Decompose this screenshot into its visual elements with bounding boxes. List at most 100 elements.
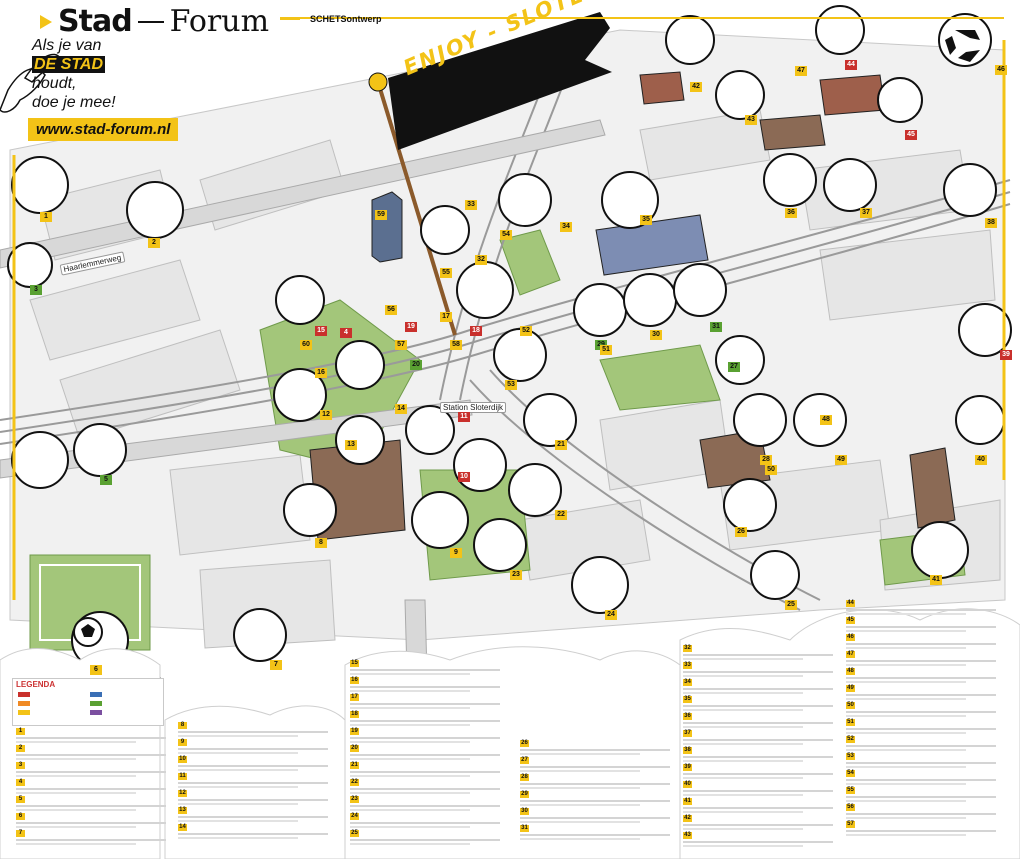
entry-number: 1 (16, 728, 25, 735)
map-number-badge[interactable]: 11 (458, 412, 470, 422)
entry-text-line (846, 681, 966, 683)
map-number-badge[interactable]: 41 (930, 575, 942, 585)
entry-text-line (350, 758, 470, 760)
entry-number: 23 (350, 796, 359, 803)
entry-text-line (846, 626, 996, 628)
map-number-badge[interactable]: 40 (975, 455, 987, 465)
description-entry: 14 (178, 824, 340, 839)
description-entry: 42 (683, 815, 845, 830)
entry-text-line (846, 728, 996, 730)
description-entry: 38 (683, 747, 845, 762)
map-number-badge[interactable]: 35 (640, 215, 652, 225)
map-number-badge[interactable]: 15 (315, 326, 327, 336)
map-number-badge[interactable]: 18 (470, 326, 482, 336)
map-number-badge[interactable]: 21 (555, 440, 567, 450)
entry-text-line (846, 745, 996, 747)
map-number-badge[interactable]: 51 (600, 345, 612, 355)
map-number-badge[interactable]: 52 (520, 326, 532, 336)
map-number-badge[interactable]: 39 (1000, 350, 1012, 360)
map-number-badge[interactable]: 10 (458, 472, 470, 482)
map-number-badge[interactable]: 37 (860, 208, 872, 218)
map-number-badge[interactable]: 43 (745, 115, 757, 125)
map-number-badge[interactable]: 2 (148, 238, 160, 248)
map-number-badge[interactable]: 20 (410, 360, 422, 370)
map-number-badge[interactable]: 6 (90, 665, 102, 675)
slogan-highlight: DE STAD (32, 56, 106, 73)
map-number-badge[interactable]: 3 (30, 285, 42, 295)
map-number-badge[interactable]: 33 (465, 200, 477, 210)
map-number-badge[interactable]: 49 (835, 455, 847, 465)
map-number-badge[interactable]: 19 (405, 322, 417, 332)
map-number-badge[interactable]: 23 (510, 570, 522, 580)
station-label: Station Sloterdijk (440, 402, 507, 413)
description-entry: 16 (350, 677, 512, 692)
entry-number: 29 (520, 791, 529, 798)
entry-text-line (178, 816, 328, 818)
map-number-badge[interactable]: 44 (845, 60, 857, 70)
description-entry: 44 (846, 600, 1008, 615)
map-number-badge[interactable]: 16 (315, 368, 327, 378)
map-number-badge[interactable]: 5 (100, 475, 112, 485)
map-number-badge[interactable]: 27 (728, 362, 740, 372)
map-number-badge[interactable]: 48 (820, 415, 832, 425)
map-number-badge[interactable]: 1 (40, 212, 52, 222)
description-entry: 6 (16, 813, 178, 828)
map-number-badge[interactable]: 8 (315, 538, 327, 548)
entry-text-line (520, 817, 670, 819)
recycle-icon (945, 30, 980, 62)
map-number-badge[interactable]: 26 (735, 527, 747, 537)
map-number-badge[interactable]: 9 (450, 548, 462, 558)
entry-text-line (16, 843, 136, 845)
map-number-badge[interactable]: 42 (690, 82, 702, 92)
map-number-badge[interactable]: 17 (440, 312, 452, 322)
map-number-badge[interactable]: 60 (300, 340, 312, 350)
map-number-badge[interactable]: 28 (760, 455, 772, 465)
map-number-badge[interactable]: 12 (320, 410, 332, 420)
entry-text-line (846, 677, 996, 679)
entry-number: 54 (846, 770, 855, 777)
map-number-badge[interactable]: 13 (345, 440, 357, 450)
map-number-badge[interactable]: 38 (985, 218, 997, 228)
description-entry: 13 (178, 807, 340, 822)
map-number-badge[interactable]: 56 (385, 305, 397, 315)
map-number-badge[interactable]: 34 (560, 222, 572, 232)
map-number-badge[interactable]: 45 (905, 130, 917, 140)
description-entry: 5 (16, 796, 178, 811)
entry-text-line (846, 779, 996, 781)
map-number-badge[interactable]: 22 (555, 510, 567, 520)
map-number-badge[interactable]: 46 (995, 65, 1007, 75)
map-number-badge[interactable]: 50 (765, 465, 777, 475)
map-number-badge[interactable]: 53 (505, 380, 517, 390)
entry-text-line (350, 737, 500, 739)
map-number-badge[interactable]: 30 (650, 330, 662, 340)
map-number-badge[interactable]: 58 (450, 340, 462, 350)
map-number-badge[interactable]: 14 (395, 404, 407, 414)
map-number-badge[interactable]: 25 (785, 600, 797, 610)
map-number-badge[interactable]: 47 (795, 66, 807, 76)
entry-text-line (846, 609, 996, 611)
entry-number: 37 (683, 730, 692, 737)
entry-text-line (846, 613, 966, 615)
map-number-badge[interactable]: 32 (475, 255, 487, 265)
entry-text-line (683, 688, 833, 690)
map-number-badge[interactable]: 55 (440, 268, 452, 278)
description-entry: 15 (350, 660, 512, 675)
map-number-badge[interactable]: 31 (710, 322, 722, 332)
map-number-badge[interactable]: 4 (340, 328, 352, 338)
entry-text-line (350, 771, 500, 773)
entry-number: 21 (350, 762, 359, 769)
map-number-badge[interactable]: 59 (375, 210, 387, 220)
website-link[interactable]: www.stad-forum.nl (28, 118, 179, 141)
description-entry: 50 (846, 702, 1008, 717)
description-entry: 34 (683, 679, 845, 694)
description-entry: 10 (178, 756, 340, 771)
map-number-badge[interactable]: 36 (785, 208, 797, 218)
map-number-badge[interactable]: 24 (605, 610, 617, 620)
map-number-badge[interactable]: 57 (395, 340, 407, 350)
entry-text-line (846, 715, 966, 717)
entry-text-line (16, 771, 166, 773)
description-entry: 17 (350, 694, 512, 709)
entry-text-line (350, 707, 470, 709)
map-number-badge[interactable]: 7 (270, 660, 282, 670)
map-number-badge[interactable]: 54 (500, 230, 512, 240)
